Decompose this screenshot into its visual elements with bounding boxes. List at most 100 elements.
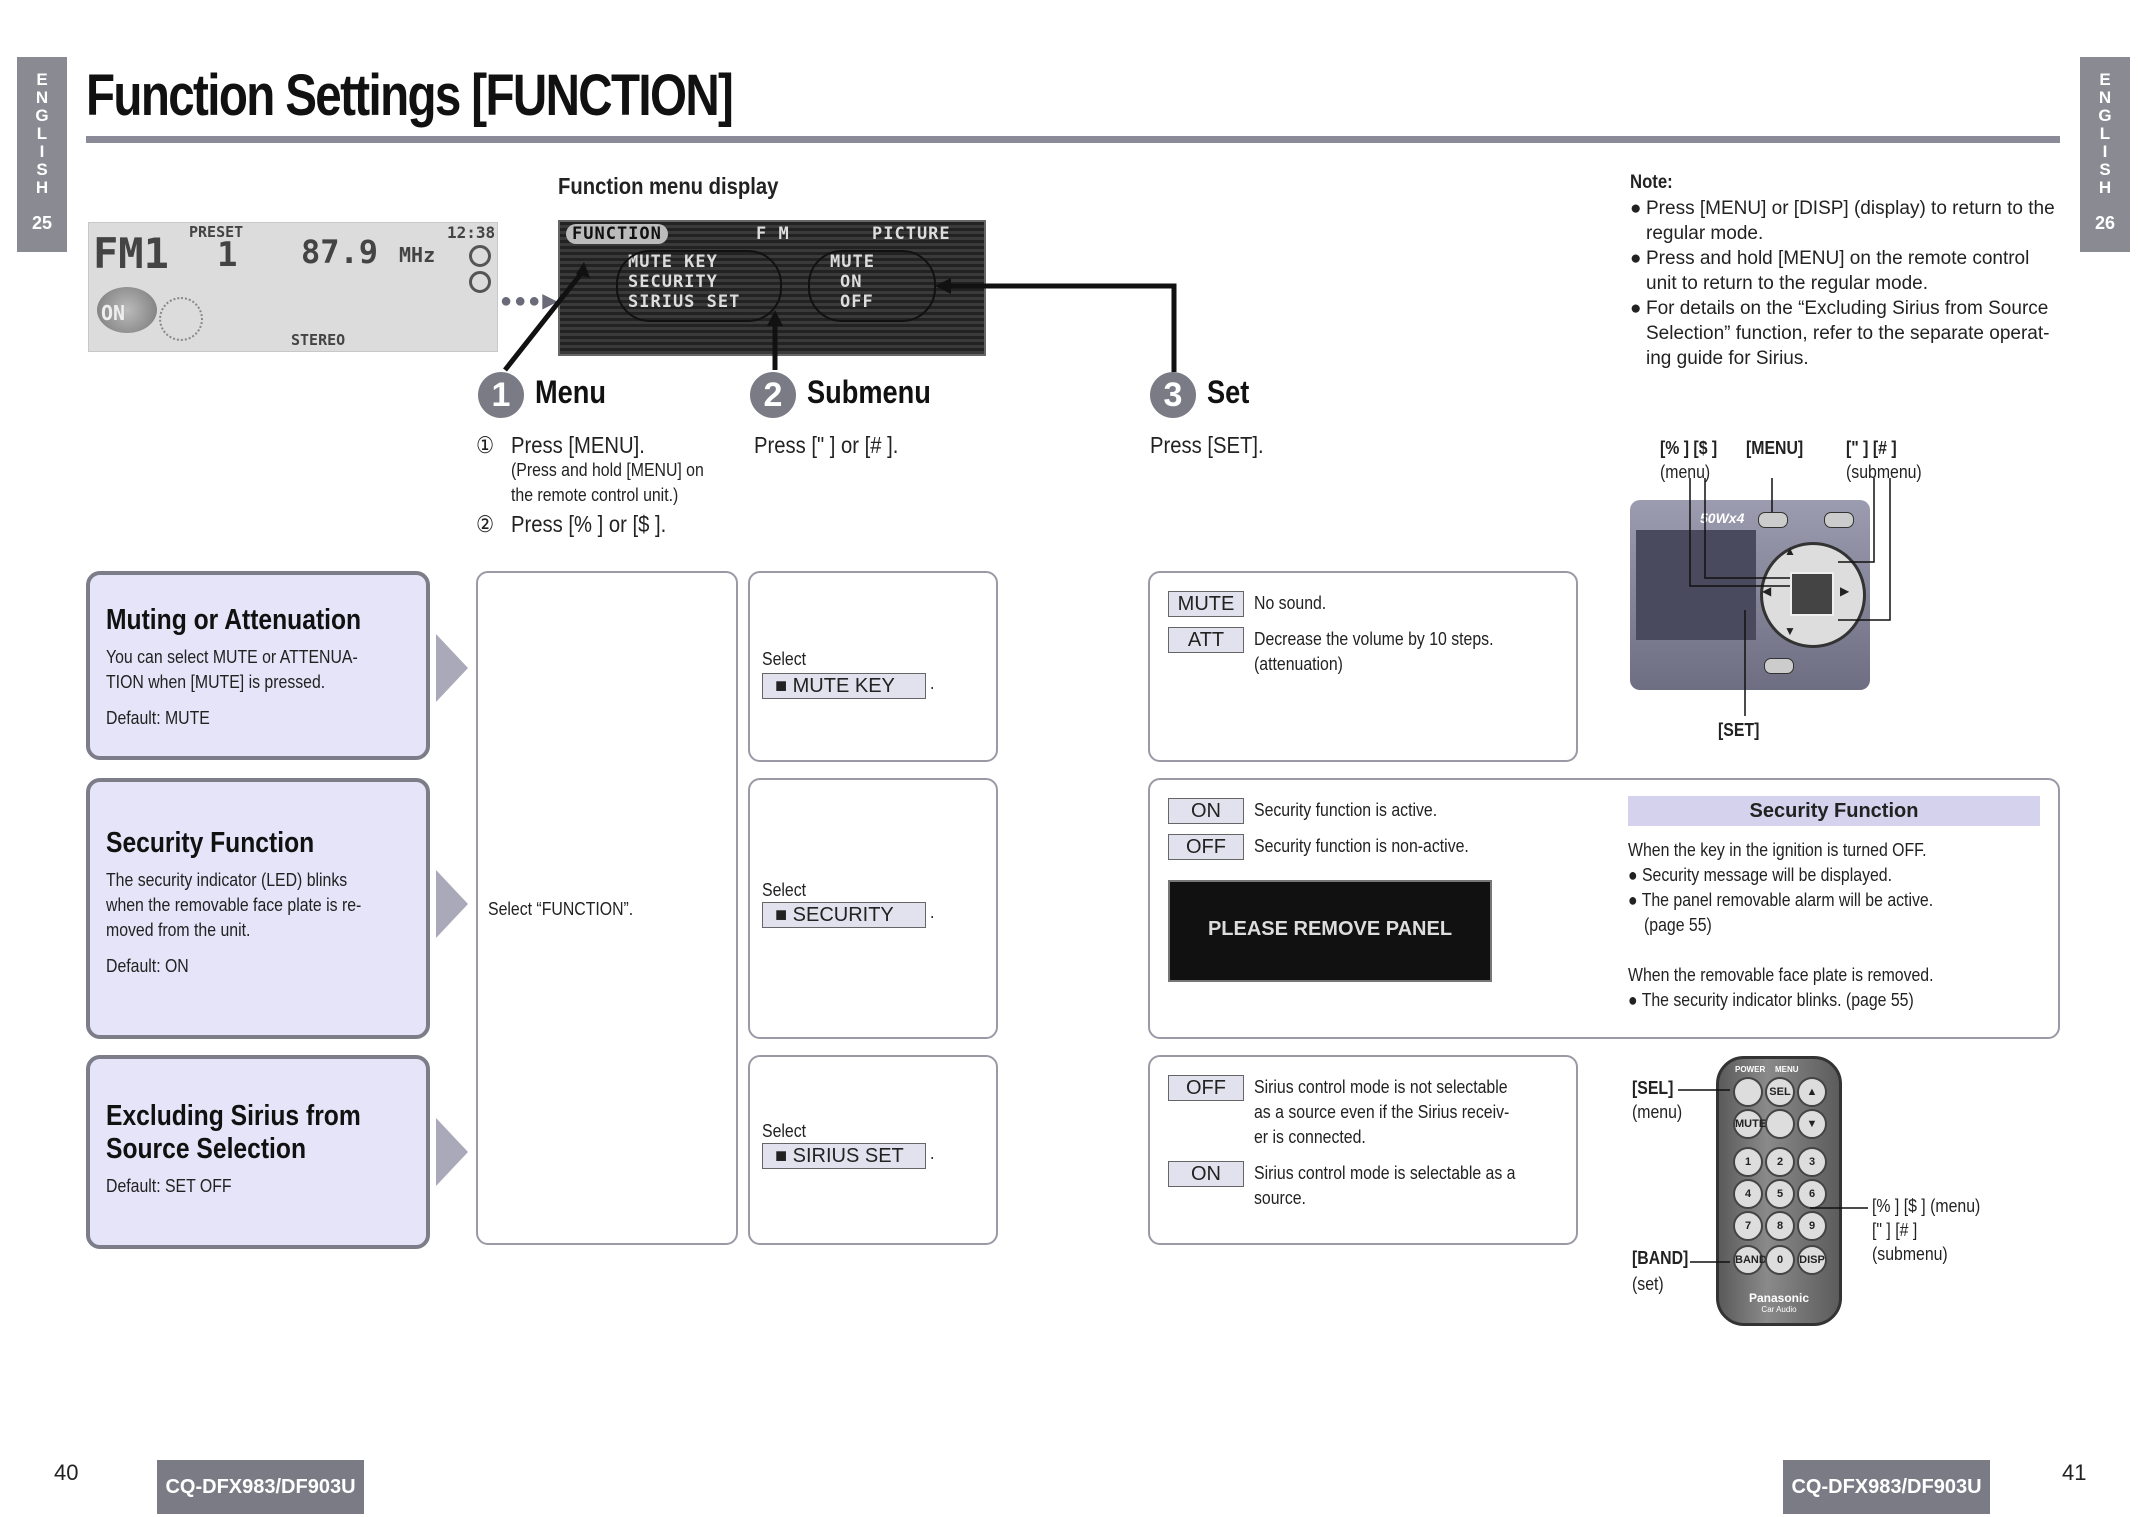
menu-instruction-1: Press [MENU]. [511,432,645,458]
flow-arrow-icon [436,634,468,702]
remote-band-label: [BAND] [1632,1248,1689,1268]
feature-default: Default: SET OFF [106,1176,232,1196]
security-info-text: The security indicator blinks. (page 55) [1641,990,1914,1010]
head-unit-disp-button[interactable] [1764,658,1794,674]
feature-desc: TION when [MUTE] is pressed. [106,672,326,692]
lcd-tab-fm: F M [756,224,790,244]
remote-mute-button[interactable]: MUTE [1733,1109,1766,1139]
note-text: ing guide for Sirius. [1646,348,1809,369]
language-tab-left: ENGLISH 25 [17,57,67,252]
security-info-text: (page 55) [1644,915,1712,935]
feature-title: Muting or Attenuation [106,604,362,636]
remote-sel-button[interactable]: SEL [1765,1077,1795,1107]
option-tag[interactable]: MUTE [1168,591,1244,617]
panel-message-display: PLEASE REMOVE PANEL [1168,880,1492,982]
submenu-select-value[interactable]: ■ SECURITY [762,902,926,928]
option-tag[interactable]: ATT [1168,627,1244,653]
feature-card-sirius: Excluding Sirius from Source Selection D… [86,1055,430,1249]
remote-key-label: MENU [1775,1065,1799,1074]
lcd-option-off: OFF [840,292,874,312]
lcd-stereo: STEREO [291,331,346,349]
security-info-text: When the removable face plate is removed… [1628,965,1934,985]
lcd-normal-display: FM1 PRESET 1 87.9 MHz 12:38 ON STEREO [88,222,498,352]
model-number-right: CQ-DFX983/DF903U [1783,1460,1990,1514]
lcd-option-on: ON [840,272,863,292]
set-box-muting: MUTE No sound. ATT Decrease the volume b… [1148,571,1578,762]
option-tag[interactable]: OFF [1168,834,1244,860]
head-unit-arrows-ud-label: [" ] [# ] [1846,438,1897,458]
security-info-text: When the key in the ignition is turned O… [1628,840,1927,860]
option-tag[interactable]: OFF [1168,1075,1244,1101]
flow-arrow-icon [436,870,468,938]
head-unit-band-button[interactable] [1790,572,1834,616]
remote-down-button[interactable]: ▼ [1797,1109,1827,1139]
head-unit-brand: 50Wx4 [1700,510,1745,526]
submenu-select-label: Select [762,1121,807,1141]
remote-key-5[interactable]: 5 [1765,1179,1795,1209]
model-number-left: CQ-DFX983/DF903U [157,1460,364,1514]
head-unit-faceplate: 50Wx4 ▲ ▼ ◀ ▶ [1630,500,1870,690]
pointer-line-menu [503,268,586,372]
feature-desc: when the removable face plate is re- [106,895,362,915]
head-unit-menu-note: (menu) [1660,462,1711,482]
head-unit-menu-label: [MENU] [1746,438,1804,458]
function-menu-display-label: Function menu display [558,173,779,199]
remote-disp-button[interactable]: DISP [1797,1245,1827,1275]
right-arrow-icon: ▶ [1840,584,1850,598]
lcd-disc-icon [469,271,491,293]
remote-power-button[interactable] [1733,1077,1763,1107]
option-desc: er is connected. [1254,1127,1366,1147]
security-info-bullet: ● The security indicator blinks. (page 5… [1628,990,1914,1010]
remote-key-7[interactable]: 7 [1733,1211,1763,1241]
option-desc: Sirius control mode is not selectable [1254,1077,1508,1097]
head-unit-submenu-note: (submenu) [1846,462,1922,482]
remote-key-3[interactable]: 3 [1797,1147,1827,1177]
option-tag[interactable]: ON [1168,798,1244,824]
note-bullet: ● Press and hold [MENU] on the remote co… [1630,246,2060,296]
feature-desc: You can select MUTE or ATTENUA- [106,647,358,667]
option-tag[interactable]: ON [1168,1161,1244,1187]
lcd-on-graphic-icon [97,287,157,333]
page-number-right: 41 [2062,1460,2087,1485]
head-unit-set-label: [SET] [1718,720,1760,740]
remote-brand: Panasonic [1748,1291,1810,1305]
submenu-box-mute-key: Select ■ MUTE KEY . [748,571,998,762]
language-tab-text: ENGLISH [2098,70,2112,197]
submenu-select-label: Select [762,649,807,669]
remote-key-9[interactable]: 9 [1797,1211,1827,1241]
lcd-disc-icon [469,245,491,267]
remote-key-6[interactable]: 6 [1797,1179,1827,1209]
page-number-left: 40 [54,1460,79,1485]
step-1-circle: 1 [478,372,524,418]
remote-key-4[interactable]: 4 [1733,1179,1763,1209]
remote-up-button[interactable]: ▲ [1797,1077,1827,1107]
section-page-number: 25 [31,213,53,233]
remote-key-1[interactable]: 1 [1733,1147,1763,1177]
period: . [930,673,935,693]
head-unit-menu-button[interactable] [1758,512,1788,528]
lcd-unit: MHz [399,243,436,267]
note-bullet: ● Press [MENU] or [DISP] (display) to re… [1630,196,2060,246]
submenu-instruction: Press [" ] or [# ]. [754,432,899,458]
step-1-label: Menu [535,374,607,410]
remote-brand-sub: Car Audio [1761,1305,1797,1314]
remote-key-8[interactable]: 8 [1765,1211,1795,1241]
submenu-select-value[interactable]: ■ MUTE KEY [762,673,926,699]
option-desc: Decrease the volume by 10 steps. [1254,629,1494,649]
submenu-select-value[interactable]: ■ SIRIUS SET [762,1143,926,1169]
note-text: Press [MENU] or [DISP] (display) to retu… [1646,198,2055,219]
left-arrow-icon: ◀ [1762,584,1772,598]
head-unit-open-button[interactable] [1824,512,1854,528]
remote-key-2[interactable]: 2 [1765,1147,1795,1177]
menu-instruction-1-note-a: (Press and hold [MENU] on [511,460,704,480]
set-box-security: ON Security function is active. OFF Secu… [1148,778,2060,1039]
remote-key-0[interactable]: 0 [1765,1245,1795,1275]
note-title: Note: [1630,172,1673,193]
remote-blank-button[interactable] [1765,1109,1795,1139]
option-desc: (attenuation) [1254,654,1343,674]
menu-step-number-1: ① [476,432,495,458]
menu-instruction-1-note-b: the remote control unit.) [511,485,679,505]
remote-sel-label: [SEL] [1632,1078,1674,1098]
remote-band-button[interactable]: BAND [1733,1245,1767,1275]
